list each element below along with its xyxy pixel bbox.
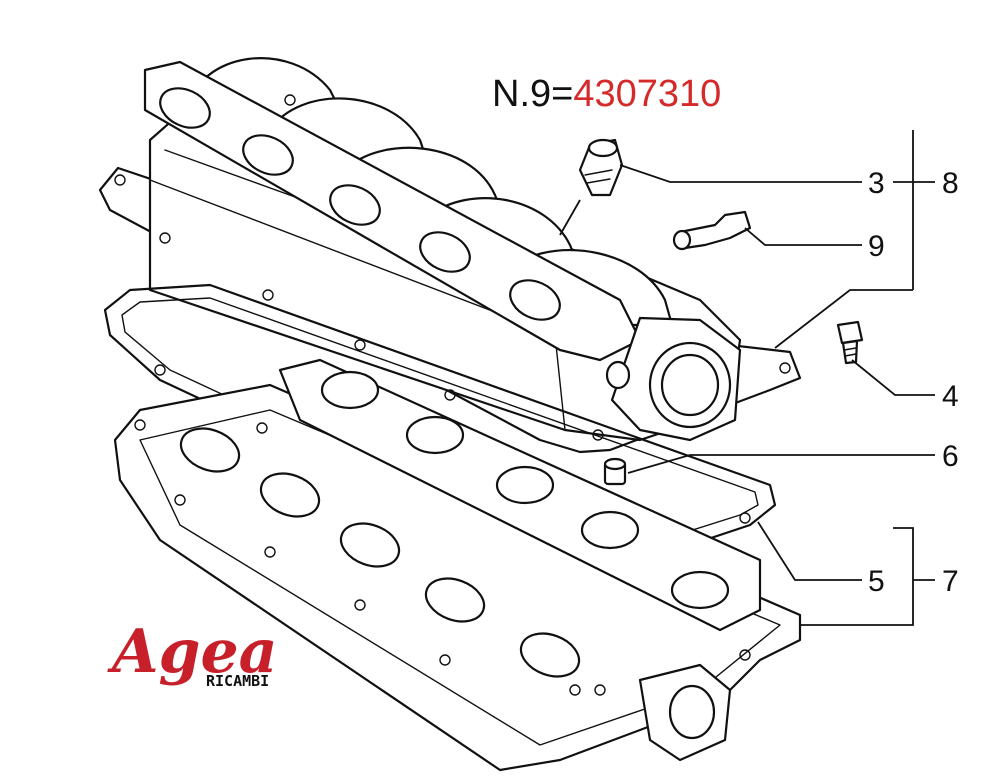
label-4: 4 bbox=[942, 380, 959, 413]
lower-manifold bbox=[113, 358, 802, 772]
logo-name: Agea bbox=[107, 617, 278, 687]
upper-manifold bbox=[98, 57, 802, 454]
part-number: 4307310 bbox=[573, 73, 722, 115]
label-8: 8 bbox=[942, 167, 959, 200]
diagram-title: N.9=4307310 bbox=[492, 72, 721, 116]
label-9: 9 bbox=[868, 230, 885, 263]
title-prefix: N.9= bbox=[492, 73, 574, 115]
agea-logo: Agea RICAMBI bbox=[107, 617, 278, 690]
plug-screw bbox=[578, 138, 624, 197]
label-5: 5 bbox=[868, 565, 885, 598]
label-3: 3 bbox=[868, 167, 885, 200]
label-6: 6 bbox=[942, 440, 959, 473]
logo-sub: RICAMBI bbox=[206, 672, 269, 690]
leader-lines bbox=[559, 130, 935, 626]
bolt bbox=[836, 320, 864, 365]
fitting bbox=[672, 210, 752, 251]
dowel bbox=[603, 457, 627, 486]
label-7: 7 bbox=[942, 565, 959, 598]
